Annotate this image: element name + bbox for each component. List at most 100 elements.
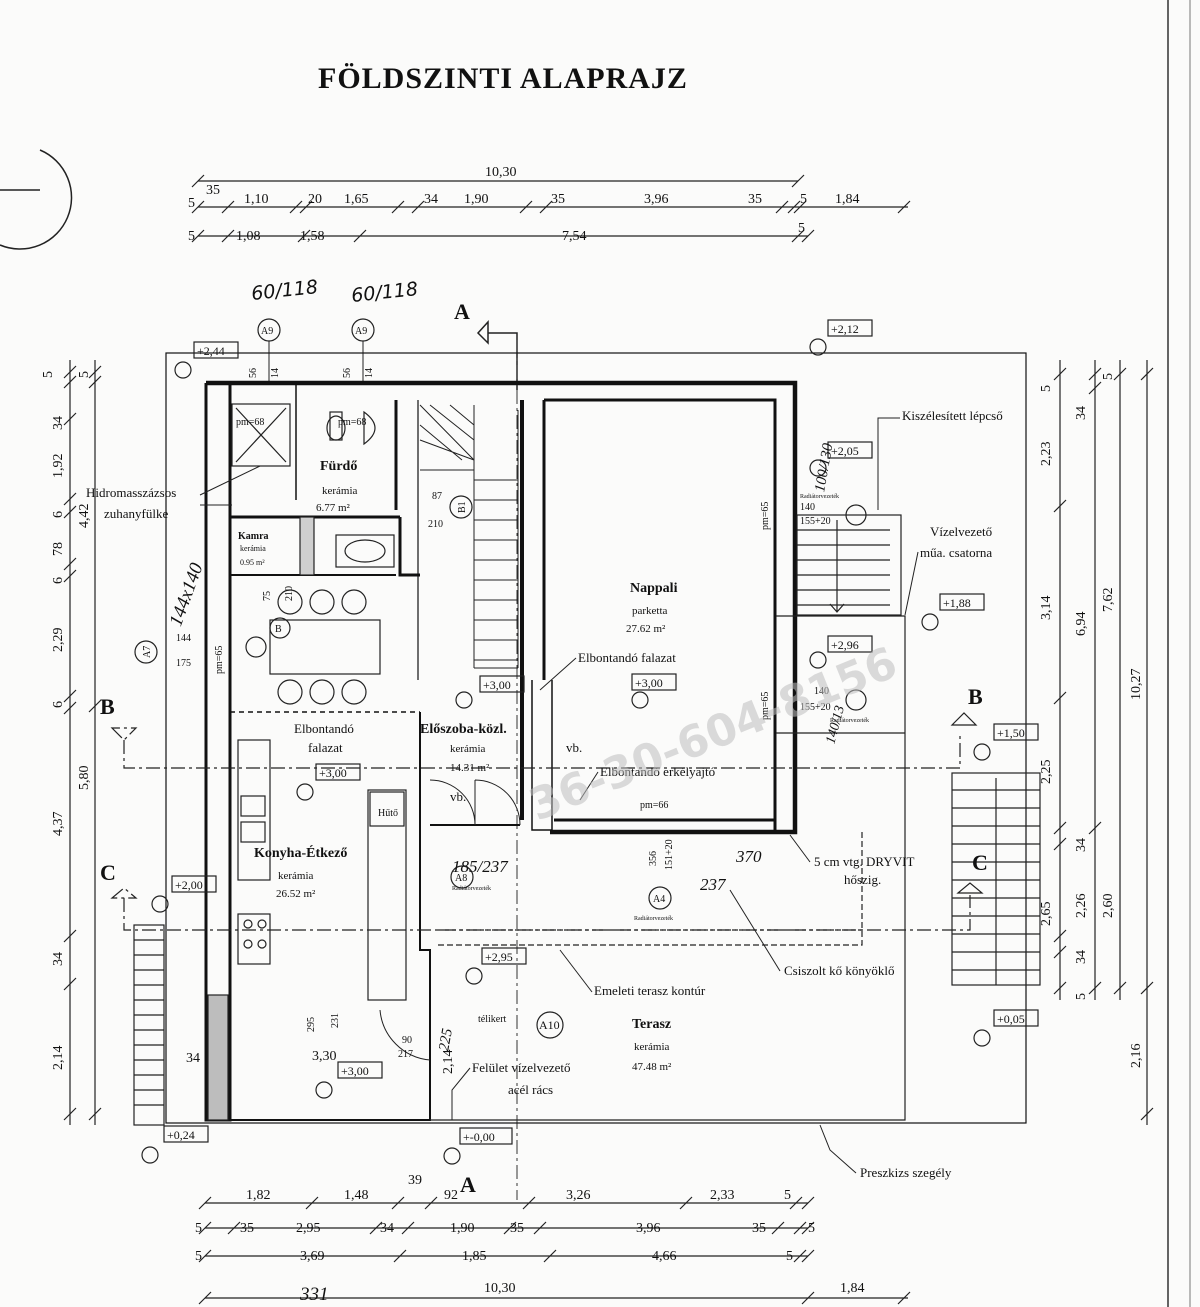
handwriting-1: 60/118 bbox=[250, 276, 319, 305]
dim-90: 90 bbox=[402, 1035, 412, 1046]
room-nappali-material: parketta bbox=[632, 605, 668, 617]
right-outer-2: 7,62 bbox=[1101, 588, 1116, 613]
note-vizelvezeto-1: Vízelvezető bbox=[930, 524, 992, 539]
note-vb-2: vb. bbox=[450, 789, 466, 804]
window-dim-140a: 140 bbox=[800, 502, 815, 513]
bottom2-dim-9: 5 bbox=[808, 1221, 815, 1236]
room-nappali-area: 27.62 m² bbox=[626, 623, 666, 635]
left-dim-8: 6 bbox=[51, 701, 66, 708]
top2-dim-4: 7,54 bbox=[562, 229, 587, 244]
bottom2-dim-3: 2,95 bbox=[296, 1221, 321, 1236]
bottom-dim-3: 39 bbox=[408, 1173, 422, 1188]
window-height-2: 14 bbox=[364, 368, 375, 378]
handwriting-3: 144x140 bbox=[165, 560, 207, 629]
level-3: +2,05 bbox=[831, 444, 859, 458]
pm-living-2: pm=65 bbox=[760, 692, 771, 720]
door-width-87: 87 bbox=[432, 491, 442, 502]
pm-living-3: pm=66 bbox=[640, 800, 668, 811]
top-dim-5: 1,65 bbox=[344, 192, 369, 207]
top-dim-12: 1,84 bbox=[835, 192, 860, 207]
room-terasz-area: 47.48 m² bbox=[632, 1061, 672, 1073]
drawing-title: FÖLDSZINTI ALAPRAJZ bbox=[318, 62, 688, 95]
room-nappali-name: Nappali bbox=[630, 581, 678, 596]
left-dim-9: 4,37 bbox=[51, 812, 66, 837]
compass-arc bbox=[0, 149, 73, 250]
radiator-a8: Radiátorvezeték bbox=[452, 886, 491, 892]
room-furdo-material: kerámia bbox=[322, 485, 358, 497]
note-preszkizs: Preszkizs szegély bbox=[860, 1165, 952, 1180]
level-11: +2,95 bbox=[485, 950, 513, 964]
bottom2-dim-7: 3,96 bbox=[636, 1221, 661, 1236]
handwriting-4: 185/237 bbox=[452, 857, 509, 876]
window-tag-a9-side bbox=[845, 504, 867, 526]
note-emeleti: Emeleti terasz kontúr bbox=[594, 983, 706, 998]
section-b-left: B bbox=[100, 694, 115, 719]
level-8: +3,00 bbox=[319, 766, 347, 780]
bottom3-dim-4: 4,66 bbox=[652, 1249, 677, 1264]
left-dim-11: 2,14 bbox=[51, 1046, 66, 1071]
note-csiszolt: Csiszolt kő könyöklő bbox=[784, 963, 895, 978]
handwriting-5: 237 bbox=[700, 875, 727, 894]
left-dim-7: 2,29 bbox=[51, 628, 66, 653]
door-dim-151: 151+20 bbox=[664, 839, 675, 870]
room-furdo-name: Fürdő bbox=[320, 459, 357, 474]
top-dim-10: 35 bbox=[748, 192, 762, 207]
section-b-right: B bbox=[968, 684, 983, 709]
note-huto: Hűtő bbox=[378, 808, 398, 819]
top-dim-4: 20 bbox=[308, 192, 322, 207]
room-konyha-material: kerámia bbox=[278, 870, 314, 882]
pm-kitchen: pm=65 bbox=[214, 646, 225, 674]
level-4: +1,88 bbox=[943, 596, 971, 610]
bottom3-dim-1: 5 bbox=[195, 1249, 202, 1264]
door-height-210b: 210 bbox=[284, 586, 295, 601]
window-dim-140b: 140 bbox=[814, 686, 829, 697]
room-kamra-name: Kamra bbox=[238, 531, 269, 542]
dim-214-terrace: 2,14 bbox=[441, 1050, 456, 1075]
bottom2-dim-1: 5 bbox=[195, 1221, 202, 1236]
bottom2-dim-6: 35 bbox=[510, 1221, 524, 1236]
door-tag-b1-label: B1 bbox=[457, 501, 468, 513]
level-15: +-0,00 bbox=[463, 1130, 495, 1144]
right-mid-4: 2,60 bbox=[1101, 894, 1116, 919]
section-line-b bbox=[110, 727, 961, 769]
bottom-dim-2: 1,48 bbox=[344, 1188, 369, 1203]
bottom3-dim-5: 5 bbox=[786, 1249, 793, 1264]
room-eloszoba-area: 14.31 m² bbox=[450, 762, 490, 774]
building-walls bbox=[165, 352, 1027, 1124]
top2-dim-1: 5 bbox=[188, 229, 195, 244]
handwriting-9: 225 bbox=[436, 1027, 456, 1052]
left-dim-5: 78 bbox=[51, 542, 66, 556]
annotation-leaders bbox=[199, 417, 919, 1174]
pm-bath-2: pm=68 bbox=[338, 417, 366, 428]
room-kamra-material: kerámia bbox=[240, 544, 266, 553]
dim-231: 231 bbox=[330, 1013, 341, 1028]
dim-217: 217 bbox=[398, 1049, 413, 1060]
top2-dim-3: 1,58 bbox=[300, 229, 325, 244]
top-dim-6: 34 bbox=[424, 192, 438, 207]
left-dim-10: 34 bbox=[51, 952, 66, 966]
note-hidromasszazs-2: zuhanyfülke bbox=[104, 506, 168, 521]
window-dim-155a: 155+20 bbox=[800, 516, 831, 527]
dim-330: 3,30 bbox=[312, 1049, 337, 1064]
right-dim-1: 5 bbox=[1039, 385, 1054, 392]
window-tag-a7 bbox=[134, 640, 158, 664]
bottom-total-dim: 10,30 bbox=[484, 1281, 516, 1296]
note-vizelvezeto-2: műa. csatorna bbox=[920, 545, 992, 560]
bottom-dim-4: 92 bbox=[444, 1188, 458, 1203]
note-dryvit-1: 5 cm vtg. DRYVIT bbox=[814, 854, 914, 869]
dining-table bbox=[245, 589, 381, 705]
top-dim-2: 5 bbox=[188, 196, 195, 211]
room-kamra-area: 0.95 m² bbox=[240, 558, 265, 567]
right-mid-1: 34 bbox=[1074, 406, 1089, 420]
right-outer-4: 2,16 bbox=[1129, 1044, 1144, 1069]
level-9: +1,50 bbox=[997, 726, 1025, 740]
window-tag-a8-label: A8 bbox=[455, 873, 467, 884]
left-dim-1: 5 bbox=[41, 371, 56, 378]
window-width-2: 56 bbox=[342, 368, 353, 378]
left-dim-6: 6 bbox=[51, 577, 66, 584]
note-telikert: télikert bbox=[478, 1014, 507, 1025]
note-felulet-1: Felület vízelvezető bbox=[472, 1060, 571, 1075]
section-line-c bbox=[110, 887, 971, 931]
window-tag-a4 bbox=[648, 886, 672, 910]
